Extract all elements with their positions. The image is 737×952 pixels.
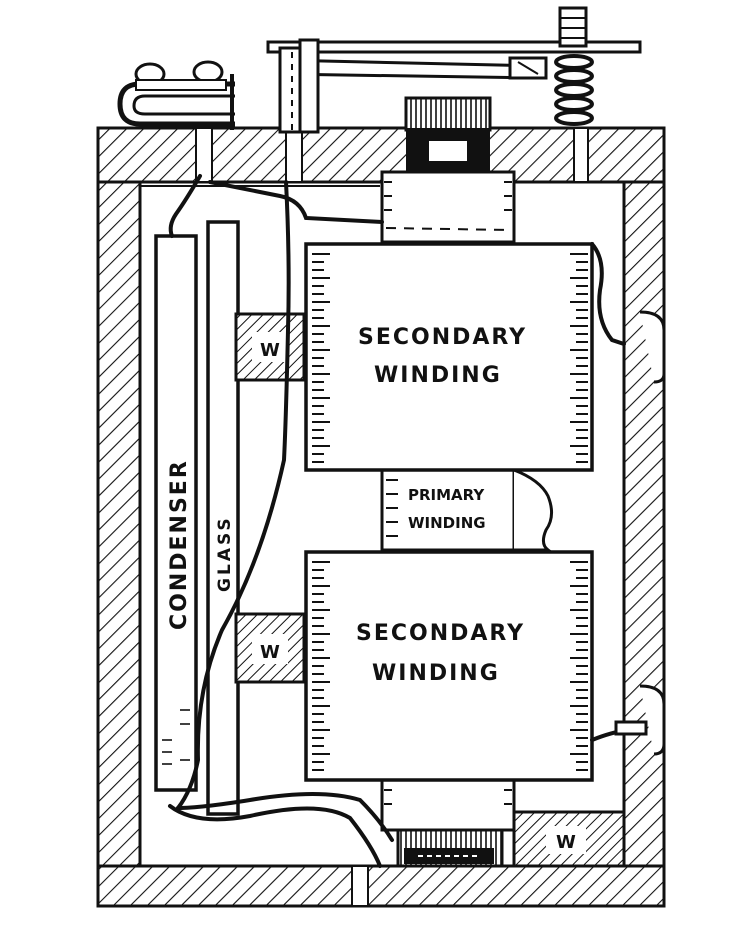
secondary-top-label-line2: WINDING: [374, 363, 502, 388]
iron-core-tube: [380, 170, 553, 832]
wood-block-1: W: [234, 312, 306, 382]
glass-label: GLASS: [215, 515, 235, 592]
condenser-label: CONDENSER: [167, 459, 192, 630]
secondary-winding-bottom: SECONDARY WINDING: [304, 550, 594, 782]
primary-label-line1: PRIMARY: [408, 486, 485, 504]
wood-block-3: W: [512, 810, 626, 868]
secondary-winding-top: SECONDARY WINDING: [304, 242, 594, 472]
condenser-plate: CONDENSER: [154, 234, 198, 792]
primary-label-line2: WINDING: [408, 514, 486, 532]
wood-block-2: W: [234, 612, 306, 684]
svg-text:W: W: [260, 340, 280, 361]
bottom-core-terminal: [396, 828, 504, 868]
svg-text:W: W: [260, 642, 280, 663]
secondary-top-label-line1: SECONDARY: [358, 325, 527, 350]
tension-spring: [554, 54, 594, 126]
armature-head: [404, 96, 492, 132]
secondary-bottom-label-line1: SECONDARY: [356, 621, 525, 646]
wall-clips: [614, 310, 666, 756]
secondary-bottom-label-line2: WINDING: [372, 661, 500, 686]
glass-plate: GLASS: [206, 220, 240, 816]
svg-text:W: W: [556, 832, 576, 853]
interrupter-hardware: [117, 6, 642, 172]
